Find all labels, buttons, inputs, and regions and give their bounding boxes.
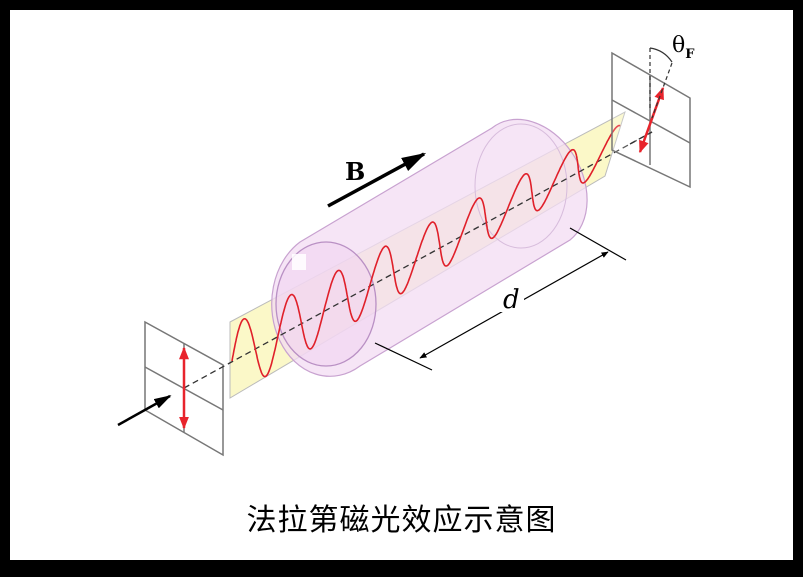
length-label: d: [503, 285, 520, 315]
figure-caption: 法拉第磁光效应示意图: [246, 503, 557, 538]
magneto-optic-medium: [271, 118, 588, 377]
theta-label: θF: [672, 33, 695, 62]
magnetic-field-label: B: [345, 157, 365, 186]
beam-axis: [183, 131, 653, 389]
light-wave: [231, 124, 621, 378]
rotation-angle-indicator: [649, 47, 673, 119]
magnetic-field-arrow: [327, 152, 427, 208]
incident-light-arrow: [117, 394, 172, 427]
